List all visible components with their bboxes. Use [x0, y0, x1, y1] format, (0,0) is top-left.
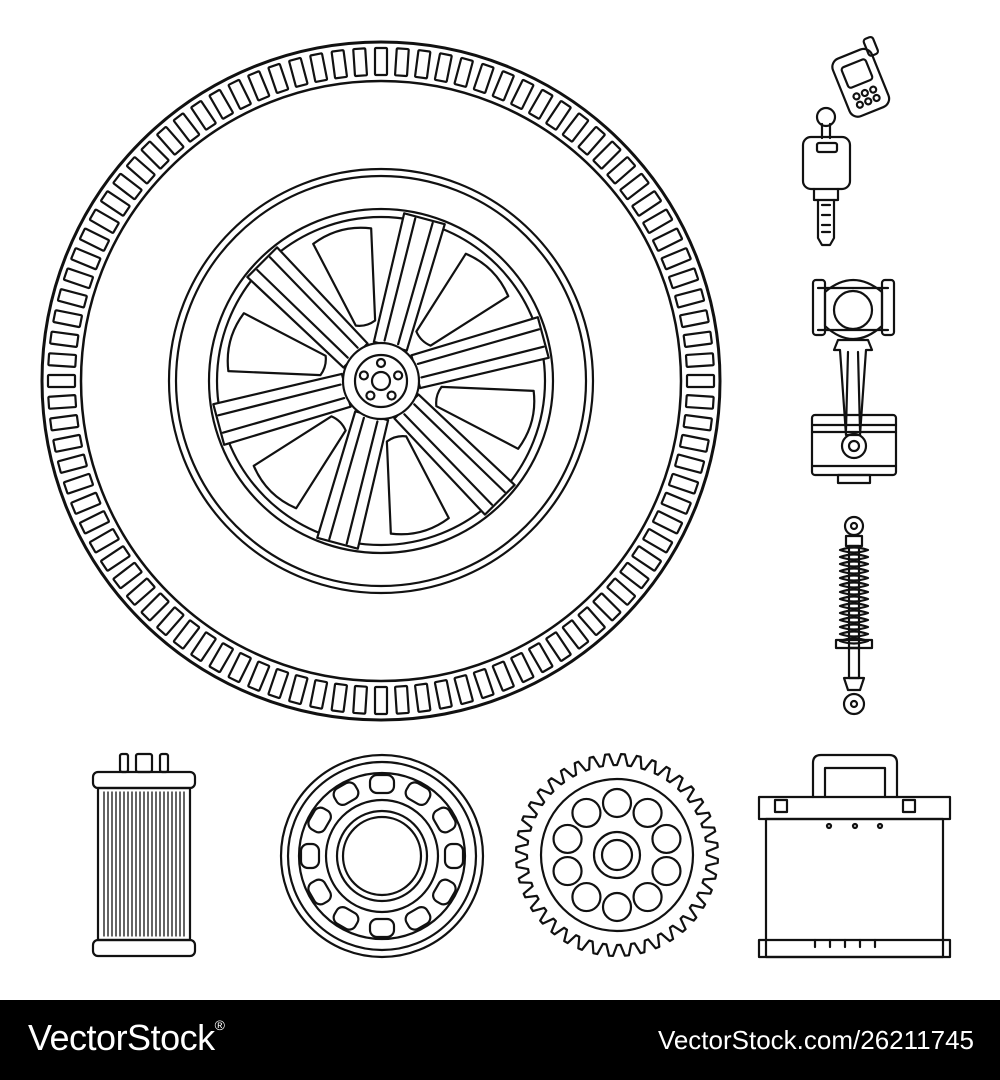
lug-nuts [358, 357, 404, 401]
ball-bearing-icon [279, 753, 485, 959]
image-id-text: VectorStock.com/26211745 [657, 1025, 974, 1055]
car-battery-icon [757, 753, 952, 959]
registered-mark: ® [214, 1017, 225, 1033]
shock-absorber-icon [834, 515, 874, 716]
coil-spring [834, 544, 874, 650]
car-key-icon [801, 35, 891, 247]
oil-filter-icon [91, 752, 197, 958]
vectorstock-logo: VectorStock® [28, 1017, 225, 1058]
filter-pleats [103, 791, 185, 937]
car-wheel-icon [40, 40, 722, 722]
icon-set-canvas [40, 35, 952, 959]
tire-tread [46, 46, 716, 716]
bearing-balls [299, 773, 465, 939]
gear-icon [515, 753, 719, 957]
watermark-footer: VectorStock® VectorStock.com/26211745 [0, 1000, 1000, 1080]
piston-icon [810, 278, 898, 485]
gear-holes [552, 787, 682, 923]
